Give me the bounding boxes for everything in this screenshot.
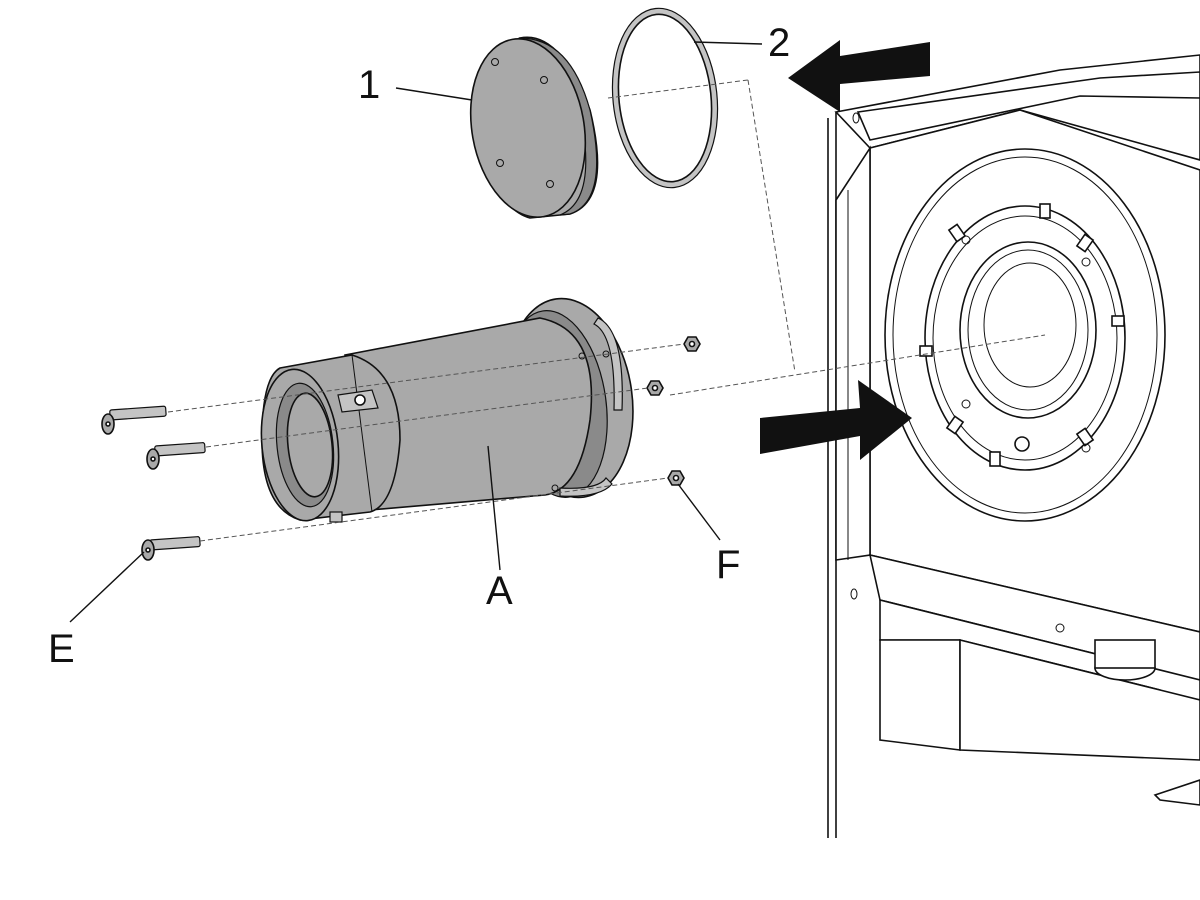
callout-1: 1 <box>358 63 380 107</box>
arrow-right <box>760 380 912 460</box>
callout-E: E <box>48 627 75 671</box>
mounting-flange <box>884 148 1166 522</box>
leader-2 <box>693 41 763 45</box>
callout-A: A <box>486 569 513 613</box>
gasket-ring <box>611 7 719 189</box>
arrow-left <box>788 40 930 112</box>
leader-E <box>69 551 145 623</box>
screw-middle <box>146 442 206 470</box>
leader-F <box>677 483 721 541</box>
cylinder-assembly <box>260 297 634 523</box>
leader-A <box>487 445 501 571</box>
screws <box>101 405 206 561</box>
direction-arrows <box>760 40 930 460</box>
callout-labels: 1 2 A E F <box>48 21 790 671</box>
screw-top <box>101 405 167 435</box>
callout-2: 2 <box>768 21 790 65</box>
screw-bottom <box>141 536 201 561</box>
nuts <box>646 336 701 486</box>
flange-tabs <box>919 203 1125 467</box>
callout-leaders <box>69 41 763 623</box>
cover-plate <box>469 36 599 219</box>
callout-F: F <box>716 543 740 587</box>
leader-1 <box>395 87 473 101</box>
alignment-lines <box>167 79 1046 542</box>
